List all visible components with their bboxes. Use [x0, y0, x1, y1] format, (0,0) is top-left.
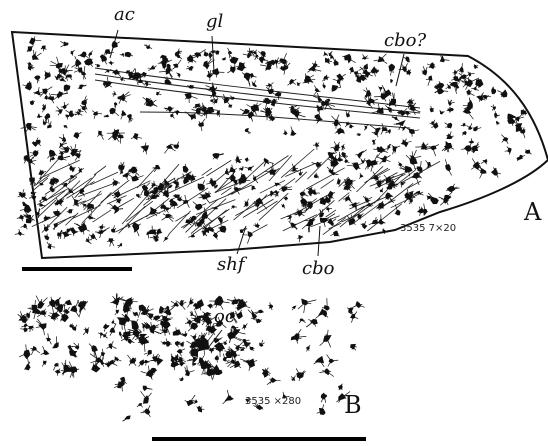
label-cbo: cbo — [302, 260, 334, 278]
scale-bar-b — [152, 437, 366, 441]
label-cbo-uncertain: cbo? — [384, 32, 426, 50]
label-oc: oc — [214, 308, 235, 326]
label-shf: shf — [217, 256, 245, 274]
canaliculus-mark — [234, 349, 240, 352]
scale-bar-a — [22, 267, 132, 271]
lacuna-mark — [215, 296, 224, 305]
canaliculus-mark — [34, 349, 40, 353]
canaliculus-mark — [320, 339, 327, 346]
canaliculus-mark — [141, 391, 147, 399]
osteocyte-lacunae-b — [18, 293, 365, 421]
canaliculus-mark — [111, 363, 117, 366]
panel-letter-a: A — [524, 200, 541, 224]
canaliculus-mark — [315, 313, 323, 319]
specimen-note-b: 3535 ×280 — [245, 397, 301, 407]
specimen-note-a: 3535 7×20 — [400, 224, 456, 234]
lacuna-mark — [429, 76, 432, 80]
canaliculus-mark — [234, 344, 238, 347]
canaliculus-mark — [307, 322, 314, 327]
canaliculus-mark — [238, 342, 243, 347]
lacuna-mark — [24, 328, 27, 332]
canaliculus-mark — [188, 302, 191, 307]
canaliculus-mark — [232, 336, 241, 341]
canaliculus-mark — [412, 131, 413, 136]
canaliculus-mark — [195, 310, 198, 318]
canaliculus-mark — [146, 362, 147, 366]
canaliculus-mark — [113, 296, 117, 300]
canaliculus-mark — [36, 296, 40, 305]
lacuna-mark — [316, 356, 324, 362]
lacuna-mark — [33, 309, 41, 315]
lacuna-mark — [159, 306, 164, 313]
lacuna-mark — [187, 400, 194, 406]
panel-b-drawing — [18, 293, 365, 421]
canaliculus-mark — [213, 88, 217, 89]
canaliculus-mark — [327, 355, 332, 361]
lacuna-mark — [193, 304, 199, 309]
canaliculus-mark — [327, 339, 331, 347]
canaliculus-mark — [223, 398, 230, 404]
canaliculus-mark — [382, 230, 384, 231]
label-gl: gl — [206, 13, 223, 31]
panel-a-drawing — [12, 30, 548, 258]
label-ac: ac — [114, 6, 135, 24]
panel-letter-b: B — [344, 393, 362, 417]
canaliculus-mark — [127, 355, 132, 361]
